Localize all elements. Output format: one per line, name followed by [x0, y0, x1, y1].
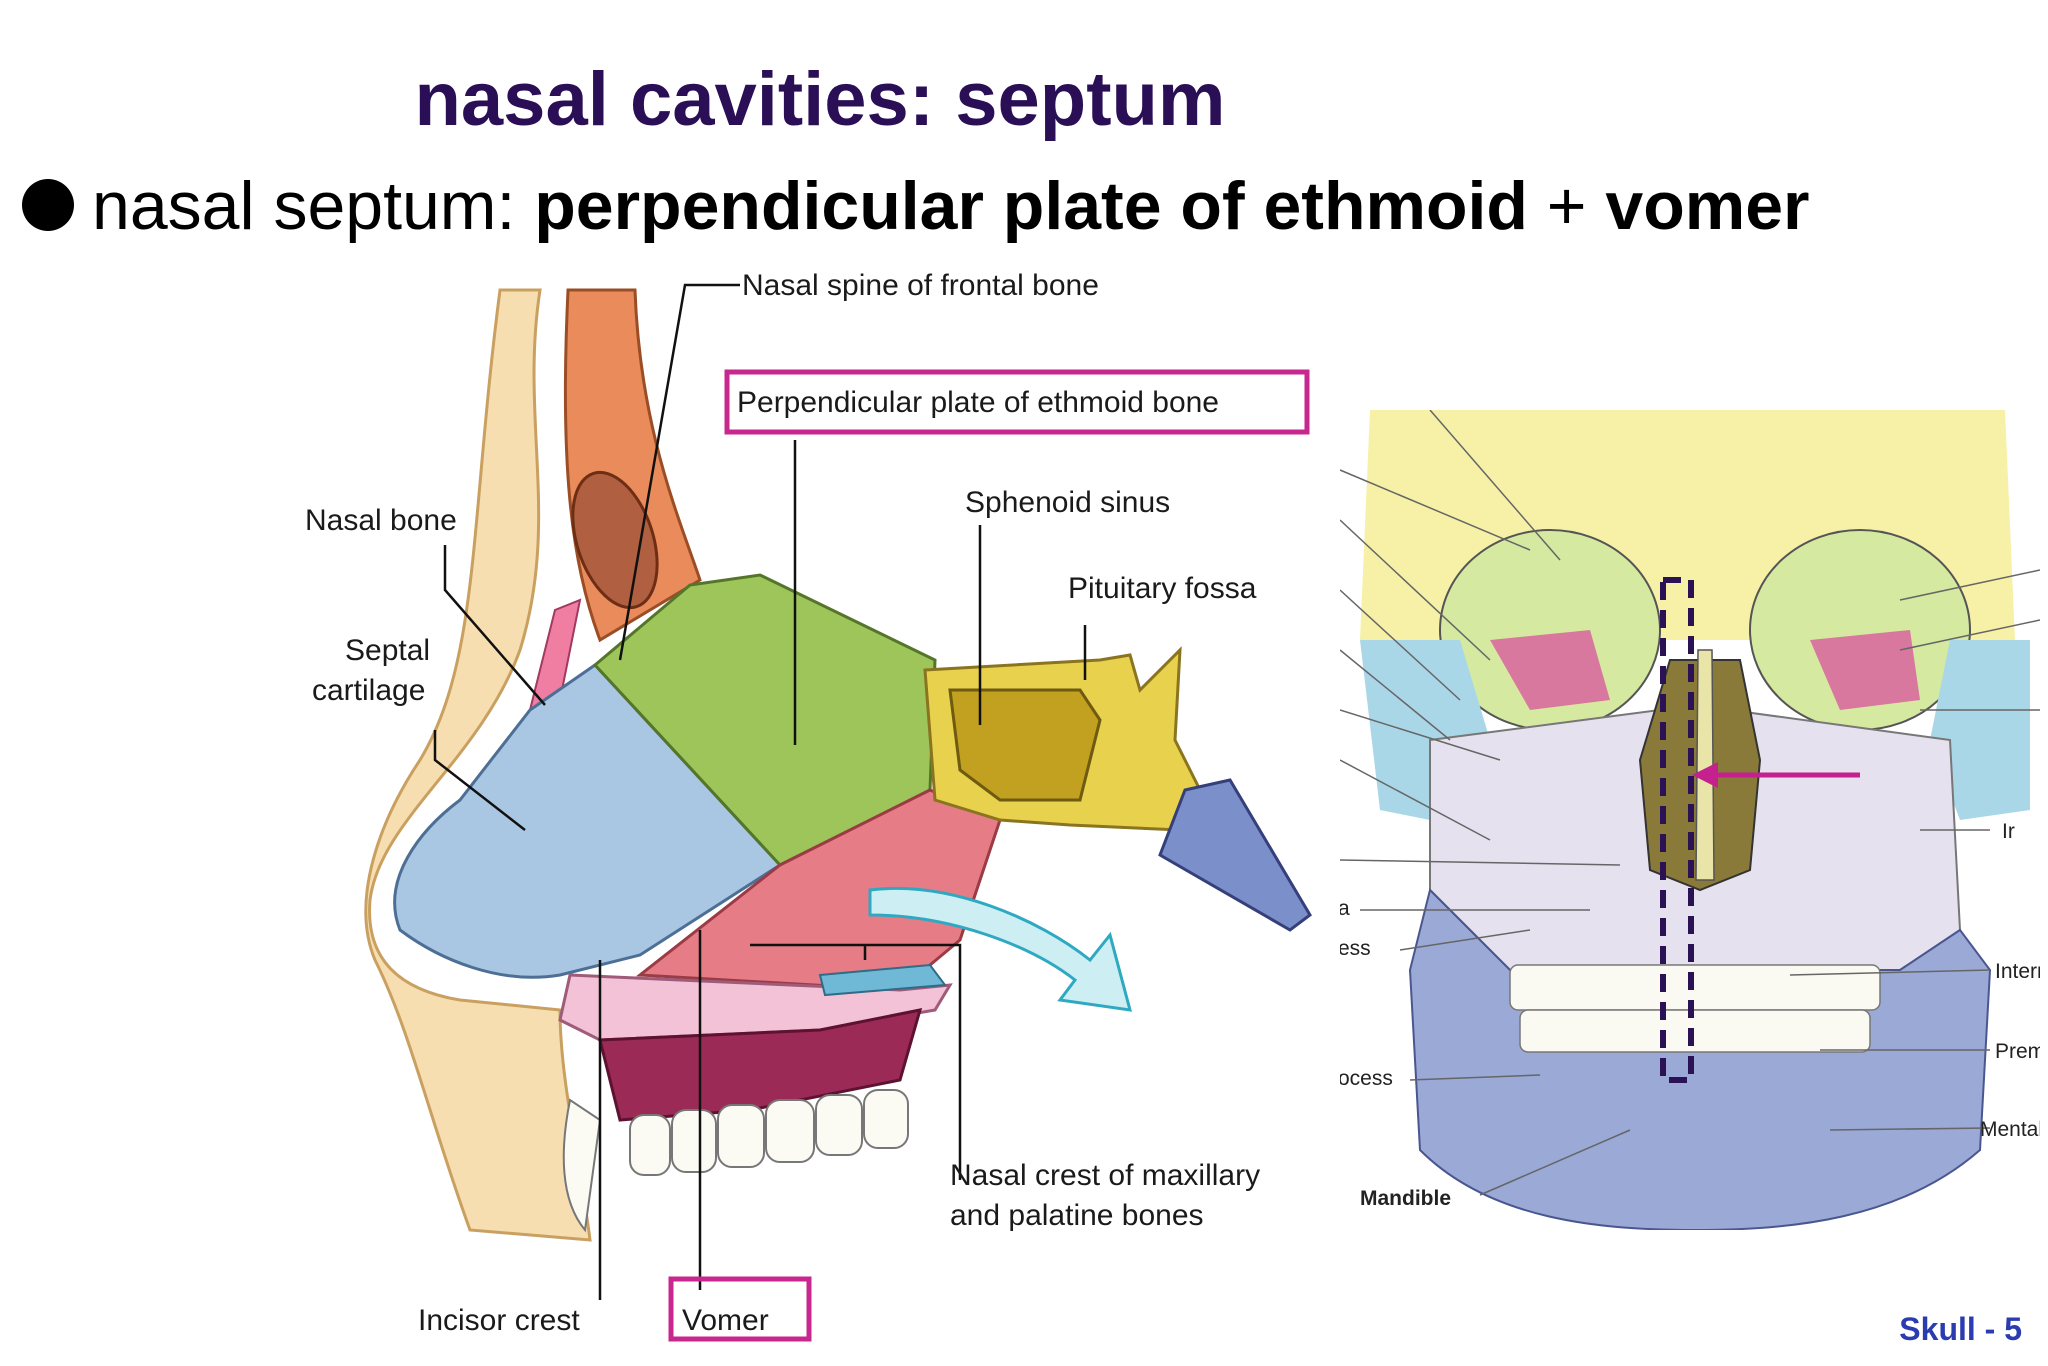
slide-footer: Skull - 5 [1899, 1311, 2022, 1347]
leader-lines [433, 283, 1087, 1300]
label-septal-cartilage-2: cartilage [312, 674, 425, 707]
skull-zygomatic-left [1930, 640, 2030, 820]
skull-label-mandible: Mandible [1360, 1187, 1451, 1210]
skull-label-interm: Interm [1995, 960, 2040, 983]
skull-frontal-illustration: Ir Interm Premol Mental f Mandible ess o… [1340, 410, 2040, 1230]
vomer-shape [635, 788, 1002, 992]
bullet-lead-text: nasal septum: [92, 168, 535, 244]
highlight-box-vomer [668, 1276, 812, 1342]
highlight-box-perpendicular-plate [724, 369, 1310, 435]
skull-right-orbit-wall [1490, 630, 1610, 710]
slide-title: nasal cavities: septum [414, 57, 1226, 142]
septal-cartilage-shape [393, 663, 783, 979]
label-perpendicular-plate: Perpendicular plate of ethmoid bone [737, 386, 1219, 419]
skull-septum-arrow-icon [1692, 762, 1860, 788]
airflow-arrow-icon [868, 886, 1133, 1012]
label-nasal-bone: Nasal bone [305, 504, 457, 537]
label-septal-cartilage-1: Septal [345, 634, 430, 667]
skull-nasal-septum [1695, 649, 1715, 881]
skull-leader-lines [1340, 410, 2040, 1196]
nasal-crest-shape [818, 963, 947, 997]
skull-label-ess: ess [1340, 937, 1371, 960]
oral-cavity-shape [598, 1008, 923, 1122]
skull-teeth [1509, 964, 1881, 1053]
bullet-plus: + [1527, 168, 1606, 244]
skull-label-mental: Mental f [1980, 1118, 2040, 1141]
sphenoid-sinus-shape [948, 688, 1102, 802]
skull-label-ir: Ir [2002, 820, 2015, 843]
bullet-term-vomer: vomer [1605, 168, 1810, 244]
label-pituitary-fossa: Pituitary fossa [1068, 572, 1257, 605]
skull-label-a: a [1340, 897, 1350, 920]
bullet-dot-icon [22, 179, 74, 232]
label-nasal-spine: Nasal spine of frontal bone [742, 269, 1099, 302]
skull-label-premol: Premol [1995, 1040, 2040, 1063]
label-sphenoid-sinus: Sphenoid sinus [965, 486, 1170, 519]
bullet-term-ethmoid: perpendicular plate of ethmoid [534, 168, 1528, 244]
skull-left-orbit-wall [1810, 630, 1920, 710]
label-vomer: Vomer [682, 1304, 769, 1337]
label-nasal-crest-1: Nasal crest of maxillary [950, 1159, 1260, 1192]
label-nasal-crest-2: and palatine bones [950, 1199, 1204, 1232]
label-incisor-crest: Incisor crest [418, 1304, 580, 1337]
nasal-septum-sagittal-illustration: Nasal spine of frontal bone Perpendicula… [305, 269, 1312, 1342]
skull-label-ocess: ocess [1340, 1067, 1393, 1090]
basiocciput-shape [1158, 778, 1312, 932]
skull-septum-dashed-box [1660, 577, 1694, 1083]
teeth-row [562, 1089, 909, 1233]
bullet-point: nasal septum: perpendicular plate of eth… [22, 172, 1810, 240]
